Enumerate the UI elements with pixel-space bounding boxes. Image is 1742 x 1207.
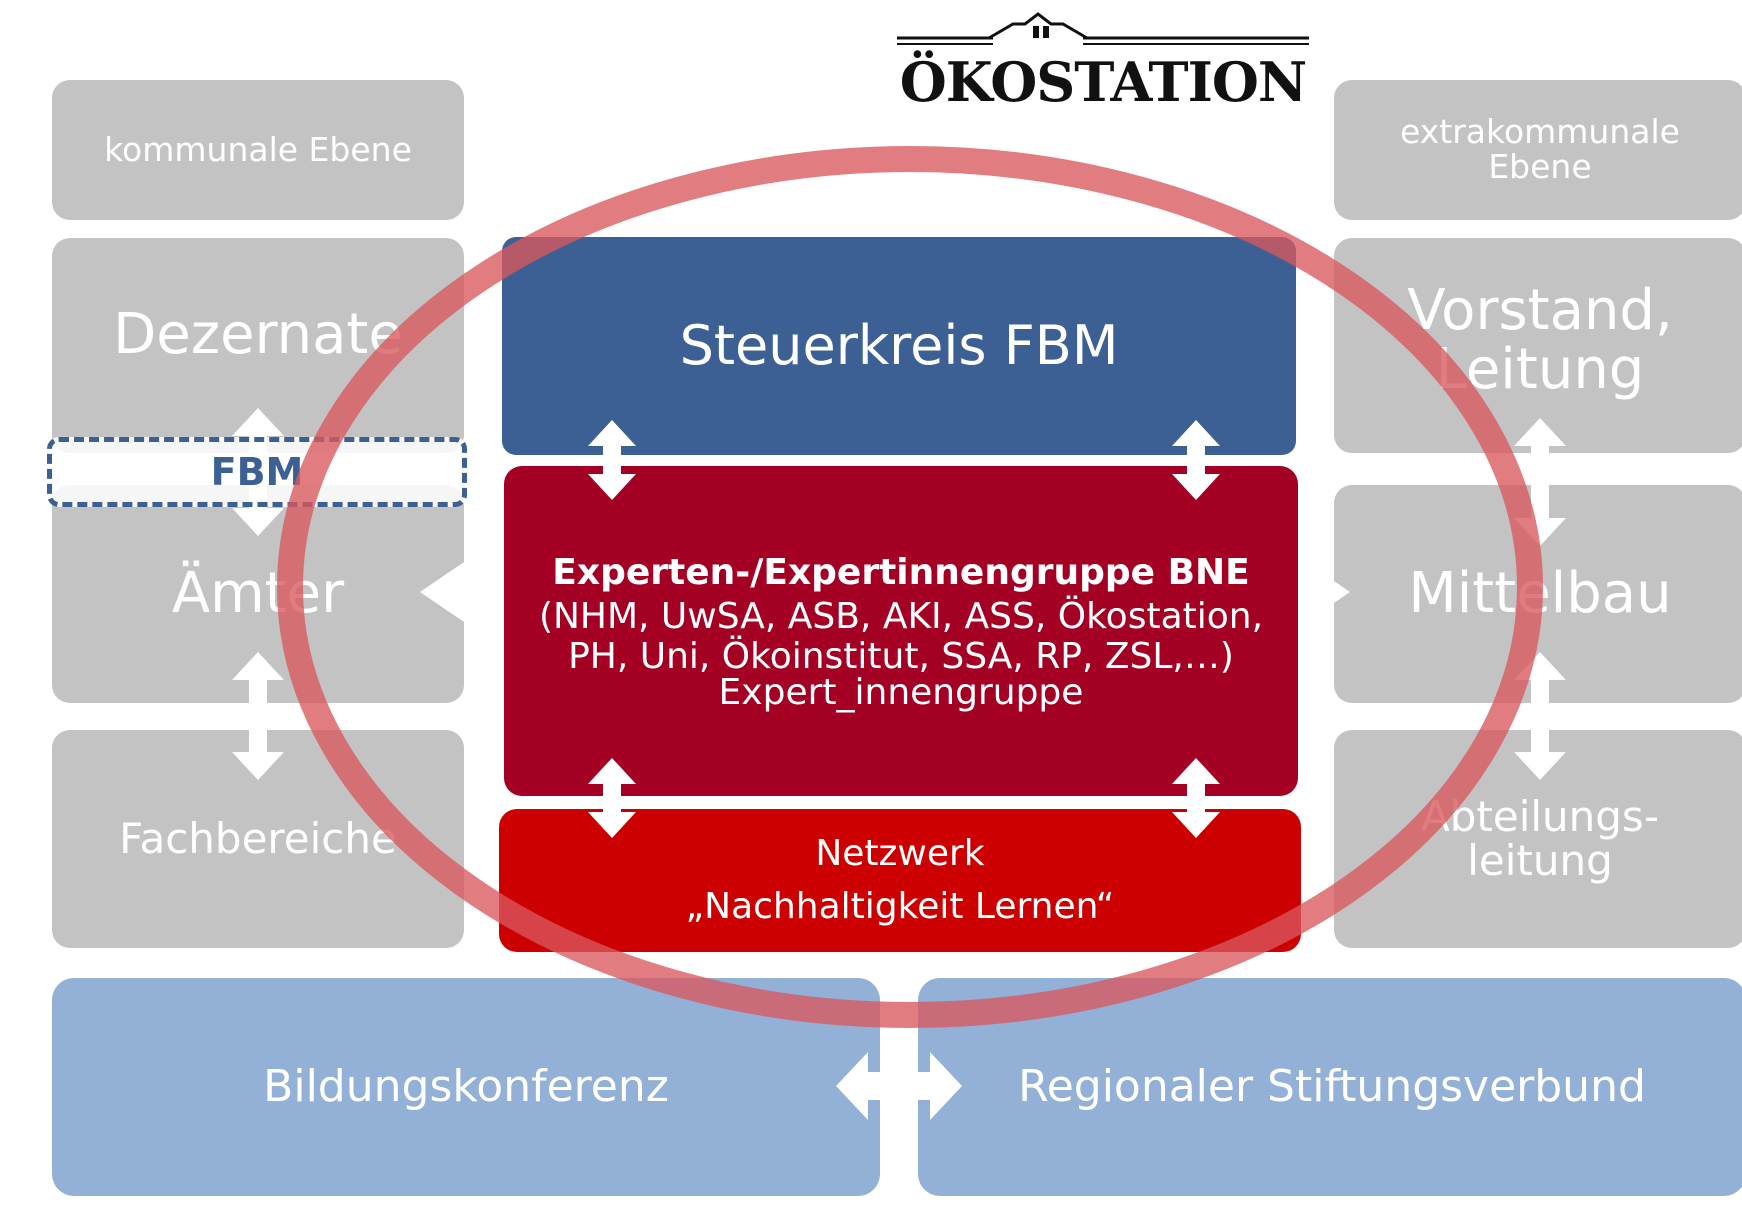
arrow-experten-netzwerk-right-icon xyxy=(1172,758,1220,838)
logo-wordmark: ÖKOSTATION xyxy=(899,50,1308,114)
oekostation-logo: ÖKOSTATION xyxy=(893,8,1313,114)
arrow-bildung-stiftung-icon xyxy=(836,1052,962,1120)
arrow-steuerkreis-experten-left-icon xyxy=(588,420,636,500)
building-icon xyxy=(897,12,1309,45)
bildungskonferenz-label: Bildungskonferenz xyxy=(263,1060,669,1112)
fbm-label: FBM xyxy=(210,450,304,494)
arrow-aemter-fachbereiche-icon xyxy=(232,652,284,780)
arrow-steuerkreis-experten-right-icon xyxy=(1172,420,1220,500)
fbm-dashed-box: FBM xyxy=(47,437,467,507)
arrow-vorstand-mittelbau-icon xyxy=(1514,418,1566,546)
arrow-to-mittelbau-icon xyxy=(1306,562,1350,622)
extrakommunale-label-line1: extrakommunale xyxy=(1400,112,1680,152)
arrow-experten-netzwerk-left-icon xyxy=(588,758,636,838)
arrow-mittelbau-abteilungsleitung-icon xyxy=(1514,652,1566,780)
stiftungsverbund-label: Regionaler Stiftungsverbund xyxy=(1018,1060,1646,1112)
arrow-to-aemter-icon xyxy=(420,562,464,622)
